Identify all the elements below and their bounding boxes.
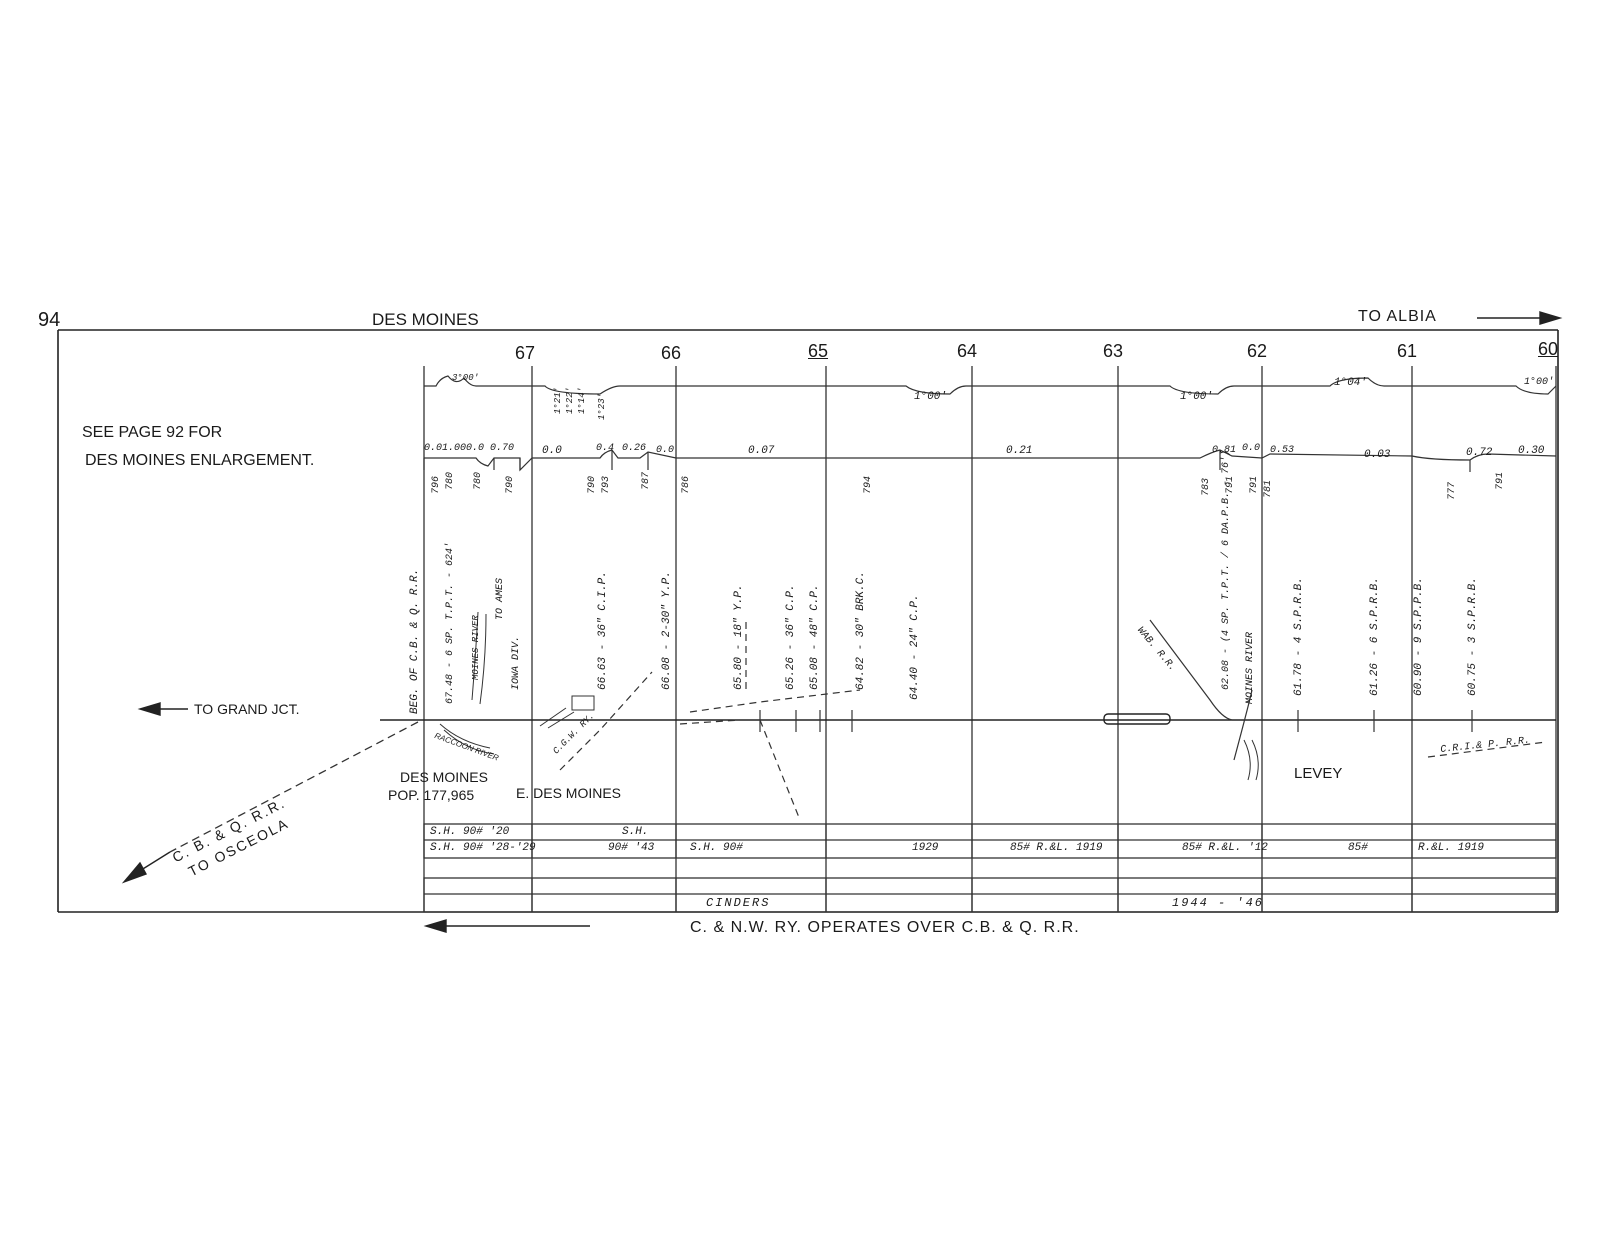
structure-label: 67.48 - 6 SP. T.P.T. - 624' [445, 541, 456, 704]
structure-label: BEG. OF C.B. & Q. R.R. [409, 568, 421, 714]
structure-label: 60.90 - 9 S.P.P.B. [1413, 577, 1425, 696]
milepost-label: 60 [1538, 339, 1559, 359]
milepost-label: 62 [1247, 341, 1268, 361]
grade-label: 0.26 [622, 443, 647, 454]
elevation-label: 780 [445, 471, 456, 490]
elevation-label: 791 [1495, 471, 1506, 490]
elevation-label: 783 [1201, 477, 1212, 496]
band-cell: CINDERS [706, 896, 771, 910]
elevation-label: 793 [601, 475, 612, 494]
milepost-label: 61 [1397, 341, 1418, 361]
east-des-moines-label: E. DES MOINES [516, 785, 622, 801]
band-cell: R.&L. 1919 [1418, 842, 1485, 854]
band-cell: S.H. 90# '20 [430, 826, 510, 838]
footer-note: C. & N.W. RY. OPERATES OVER C.B. & Q. R.… [690, 919, 1080, 936]
curve-label: 1°21' [553, 386, 563, 414]
structure-label: 61.78 - 4 S.P.R.B. [1293, 577, 1305, 696]
elevation-label: 786 [681, 475, 692, 494]
curve-label: 3°00' [452, 373, 480, 383]
grade-label: 0.0 [542, 445, 562, 457]
structure-label: 64.40 - 24" C.P. [909, 594, 921, 700]
structure-label: IOWA DIV. [511, 635, 522, 690]
elevation-label: 790 [587, 475, 598, 494]
band-cell: 85# R.&L. 1919 [1010, 842, 1103, 854]
structure-label: MOINES RIVER [471, 615, 481, 680]
curve-label: 1°14' [577, 386, 587, 414]
structure-label: 66.63 - 36" C.I.P. [597, 571, 609, 690]
note-line-1: SEE PAGE 92 FOR [82, 424, 223, 441]
note-line-2: DES MOINES ENLARGEMENT. [85, 452, 315, 469]
elevation-label: 780 [473, 471, 484, 490]
elevation-label: 796 [431, 475, 442, 494]
grade-label: 0.0 [424, 443, 443, 454]
grade-label: 0.70 [490, 443, 515, 454]
curve-label: 1°04' [1334, 377, 1368, 389]
grade-label: 0.0 [1242, 443, 1261, 454]
population-label: POP. 177,965 [388, 787, 475, 803]
structure-label: 60.75 - 3 S.P.R.B. [1467, 577, 1479, 696]
grade-label: 0.72 [1466, 447, 1493, 459]
structure-label: MOINES RIVER [1245, 631, 1256, 704]
des-moines-label: DES MOINES [400, 769, 488, 785]
grade-label: 1.00 [442, 443, 467, 454]
band-cell: S.H. 90# '28-'29 [430, 842, 536, 854]
elevation-label: 791 [1249, 475, 1260, 494]
direction-label: TO ALBIA [1358, 308, 1437, 325]
curve-label: 1°00' [1180, 391, 1214, 403]
structure-label: 65.26 - 36" C.P. [785, 584, 797, 690]
curve-label: 1°00' [914, 391, 948, 403]
page-number: 94 [38, 309, 61, 331]
grand-jct-label: TO GRAND JCT. [194, 701, 300, 717]
structure-label: 61.26 - 6 S.P.R.B. [1369, 577, 1381, 696]
elevation-label: 790 [505, 475, 516, 494]
curve-label: 1°22' [565, 386, 575, 414]
elevation-label: 794 [863, 475, 874, 494]
grade-label: 0.30 [1518, 445, 1545, 457]
structure-label: 64.82 - 30" BRK.C. [855, 571, 867, 690]
structure-label: 66.08 - 2-30" Y.P. [661, 571, 673, 690]
grade-label: 0.21 [1006, 445, 1033, 457]
grade-label: 0.81 [1212, 445, 1237, 456]
grade-label: 0.07 [748, 445, 775, 457]
grade-label: 0.0 [466, 443, 485, 454]
milepost-label: 67 [515, 343, 536, 363]
milepost-label: 65 [808, 341, 829, 361]
band-cell: S.H. 90# [690, 842, 743, 854]
band-cell: S.H. [622, 826, 649, 838]
grade-label: 0.0 [656, 445, 675, 456]
milepost-label: 66 [661, 343, 682, 363]
city-title: DES MOINES [372, 310, 479, 329]
milepost-label: 64 [957, 341, 978, 361]
levey-label: LEVEY [1294, 765, 1343, 782]
structure-label: 65.80 - 18" Y.P. [733, 584, 745, 690]
grade-label: 0.03 [1364, 449, 1391, 461]
curve-label: 1°23' [597, 392, 607, 420]
band-cell: 85# [1348, 842, 1368, 854]
band-cell: 85# R.&L. '12 [1182, 842, 1268, 854]
milepost-label: 63 [1103, 341, 1124, 361]
curve-label: 1°00' [1524, 377, 1555, 388]
elevation-label: 777 [1447, 481, 1458, 500]
grade-label: 0.4 [596, 443, 615, 454]
grade-label: 0.53 [1270, 445, 1295, 456]
structure-label: 62.08 - (4 SP. T.P.T. / 6 DA.P.B. - 76') [1221, 449, 1232, 690]
structure-label: TO AMES [495, 577, 506, 620]
band-cell: 1944 - '46 [1172, 896, 1265, 910]
elevation-label: 781 [1263, 479, 1274, 498]
band-cell: 90# '43 [608, 842, 655, 854]
elevation-label: 787 [641, 471, 652, 490]
structure-label: 65.08 - 48" C.P. [809, 584, 821, 690]
band-cell: 1929 [912, 842, 939, 854]
